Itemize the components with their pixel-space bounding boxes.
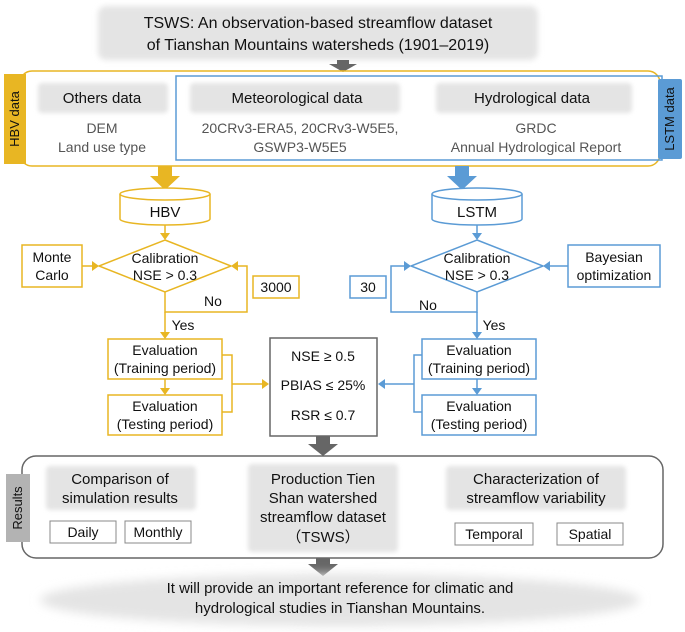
lstm-data-tab [658,79,682,159]
comparison-line2: simulation results [62,490,178,507]
spatial-box [556,522,624,546]
hbv-eval-testing-line1: Evaluation [132,398,197,414]
meteorological-data-header-bg [190,83,400,113]
meteorological-data-line2: GSWP3-W5E5 [253,139,347,155]
characterization-line1: Characterization of [473,471,600,488]
lstm-model-node: LSTM [431,187,523,226]
hbv-calibration-line1: Calibration [132,250,199,266]
results-label: Results [10,486,25,530]
hbv-to-criteria-line [222,354,233,413]
monte-carlo-line2: Carlo [35,267,69,283]
lstm-to-criteria-line [413,354,422,413]
hbv-calibration-line2: NSE > 0.3 [133,267,197,283]
hbv-calibration-diamond [96,239,234,293]
lstm-yes-label: Yes [483,317,506,333]
comparison-line1: Comparison of [71,471,169,488]
others-data-line1: DEM [86,120,117,136]
arrow-title-to-data [329,60,357,72]
lstm-no-label: No [419,297,437,313]
lstm-eval-testing-box [421,394,537,436]
temporal-label: Temporal [465,526,523,542]
hydrological-data-line2: Annual Hydrological Report [451,139,622,155]
criteria-nse: NSE ≥ 0.5 [291,348,355,364]
criteria-box [269,337,378,437]
production-bg [248,464,398,552]
spatial-label: Spatial [569,526,612,542]
lstm-iterations: 30 [360,279,376,295]
hbv-model-node: HBV [119,187,211,226]
hbv-no-loop [164,265,248,313]
hbv-yes-label: Yes [172,317,195,333]
lstm-eval-training-line1: Evaluation [446,342,511,358]
title-line2: of Tianshan Mountains watersheds (1901–2… [147,37,489,54]
characterization-line2: streamflow variability [466,490,606,507]
monthly-label: Monthly [133,524,182,540]
production-line4: （TSWS） [286,529,359,546]
others-data-heading: Others data [63,90,142,107]
results-tab [6,474,30,542]
hbv-model-label: HBV [150,204,181,221]
lstm-model-label: LSTM [457,204,497,221]
meteorological-data-line1: 20CRv3-ERA5, 20CRv3-W5E5, [202,120,399,136]
lstm-iterations-box [349,275,387,299]
others-data-line2: Land use type [58,139,146,155]
criteria-rsr: RSR ≤ 0.7 [291,407,356,423]
lstm-eval-testing-line2: (Testing period) [431,416,528,432]
production-line1: Production Tien [271,471,375,488]
conclusion-line2: hydrological studies in Tianshan Mountai… [195,600,485,617]
hydrological-data-header-bg [436,83,632,113]
hbv-eval-training-line2: (Training period) [114,360,216,376]
bayesian-line1: Bayesian [585,249,643,265]
hydrological-data-line1: GRDC [515,120,556,136]
conclusion-line1: It will provide an important reference f… [167,580,514,597]
characterization-header-bg [446,466,626,510]
title-box [98,6,538,60]
hbv-iterations-box [252,275,300,299]
comparison-header-bg [46,466,196,510]
hbv-data-label: HBV data [7,90,22,146]
lstm-calibration-line2: NSE > 0.3 [445,267,509,283]
temporal-box [454,522,534,546]
arrow-criteria-to-results [308,436,338,456]
lstm-eval-training-line2: (Training period) [428,360,530,376]
production-line2: Shan watershed [269,490,377,507]
conclusion-bg [40,574,640,626]
arrow-data-to-lstm [447,166,477,190]
hbv-data-tab [4,74,26,164]
arrow-results-to-conclusion [308,558,338,576]
lstm-no-loop [390,265,478,313]
hydrological-data-heading: Hydrological data [474,90,591,107]
daily-box [49,520,117,544]
lstm-calibration-line1: Calibration [444,250,511,266]
title-line1: TSWS: An observation-based streamflow da… [144,15,493,32]
arrow-data-to-hbv [150,166,180,190]
others-data-header-bg [38,83,168,113]
hbv-eval-training-box [107,338,223,380]
hbv-iterations: 3000 [260,279,291,295]
lstm-calibration-diamond [408,239,546,293]
hbv-eval-training-line1: Evaluation [132,342,197,358]
meteorological-data-heading: Meteorological data [232,90,364,107]
production-line3: streamflow dataset [260,509,387,526]
hbv-no-label: No [204,293,222,309]
lstm-eval-training-box [421,338,537,380]
monthly-box [124,520,192,544]
hbv-eval-testing-box [107,394,223,436]
criteria-pbias: PBIAS ≤ 25% [281,377,366,393]
lstm-eval-testing-line1: Evaluation [446,398,511,414]
lstm-data-label: LSTM data [662,86,677,150]
bayesian-line2: optimization [577,267,652,283]
hbv-eval-testing-line2: (Testing period) [117,416,214,432]
daily-label: Daily [67,524,98,540]
monte-carlo-line1: Monte [33,249,72,265]
